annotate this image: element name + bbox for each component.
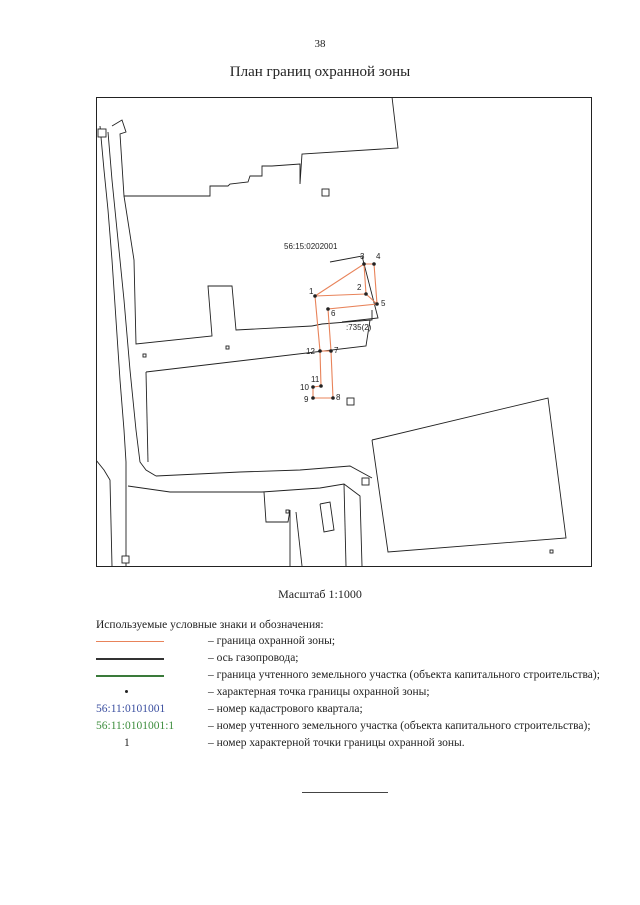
building-south-1: [263, 491, 291, 566]
legend-text: – граница охранной зоны;: [208, 635, 336, 647]
building-north: [111, 97, 399, 197]
characteristic-point-6: [326, 307, 330, 311]
marker-square: [361, 477, 370, 486]
legend-symbol: [96, 685, 208, 699]
point-number-sample: 1: [124, 737, 130, 749]
quarter-label: 56:15:0202001: [284, 242, 338, 251]
quarter-number-sample: 56:11:0101001: [96, 703, 166, 715]
characteristic-point-9: [311, 396, 315, 400]
parcel-number-sample: 56:11:0101001:1: [96, 720, 175, 732]
scale-label: Масштаб 1:1000: [278, 587, 362, 601]
point-number-3: 3: [360, 252, 365, 261]
map-linework: [96, 97, 567, 567]
marker-small: [285, 509, 290, 514]
building-south-2: [319, 501, 335, 533]
parcel-southeast: [371, 397, 567, 553]
legend-item-parcel-number: 56:11:0101001:1 – номер учтенного земель…: [96, 719, 616, 733]
line-south: [295, 511, 303, 567]
road-edge-east: [107, 131, 157, 477]
point-number-6: 6: [331, 309, 336, 318]
characteristic-point-7: [329, 349, 333, 353]
legend-item-quarter-number: 56:11:0101001 – номер кадастрового кварт…: [96, 702, 616, 716]
characteristic-point-3: [362, 262, 366, 266]
point-number-9: 9: [304, 395, 309, 404]
marker-small: [142, 353, 147, 358]
map-markers: [97, 128, 554, 564]
legend-symbol: [96, 634, 208, 648]
legend-symbol: 56:11:0101001: [96, 702, 208, 716]
parcel-boundary-line-icon: [96, 675, 164, 677]
legend-symbol: [96, 651, 208, 665]
road-edge-west-2: [96, 459, 113, 567]
legend-text: – номер кадастрового квартала;: [208, 703, 363, 715]
footer-rule: [302, 792, 388, 793]
legend-symbol: 1: [96, 736, 208, 750]
characteristic-point-8: [331, 396, 335, 400]
characteristic-point-4: [372, 262, 376, 266]
marker-small: [225, 345, 230, 350]
block-west-edge: [145, 371, 149, 463]
point-number-4: 4: [376, 252, 381, 261]
legend-heading: Используемые условные знаки и обозначени…: [96, 619, 324, 631]
road-horizontal-south: [127, 483, 363, 567]
line-south-2: [343, 483, 347, 567]
legend-text: – граница учтенного земельного участка (…: [208, 669, 600, 681]
legend-item-point-number: 1 – номер характерной точки границы охра…: [96, 736, 616, 750]
legend-item-zone-boundary: – граница охранной зоны;: [96, 634, 616, 648]
building-west: [123, 195, 313, 345]
marker-square: [97, 128, 107, 138]
characteristic-point-5: [375, 302, 379, 306]
legend-item-characteristic-point: – характерная точка границы охранной зон…: [96, 685, 616, 699]
legend-text: – номер характерной точки границы охранн…: [208, 737, 465, 749]
marker-small: [549, 549, 554, 554]
point-number-10: 10: [300, 383, 309, 392]
legend-item-gas-axis: – ось газопровода;: [96, 651, 616, 665]
point-number-7: 7: [334, 346, 339, 355]
legend-text: – характерная точка границы охранной зон…: [208, 686, 430, 698]
marker-square: [321, 188, 330, 197]
plan-title: План границ охранной зоны: [229, 64, 411, 80]
building-connector: [311, 310, 373, 327]
point-dot-icon: [125, 690, 128, 693]
characteristic-point-1: [313, 294, 317, 298]
legend-symbol: 56:11:0101001:1: [96, 719, 208, 733]
characteristic-point-11: [319, 384, 323, 388]
legend-text: – номер учтенного земельного участка (об…: [208, 720, 591, 732]
point-number-5: 5: [381, 299, 386, 308]
characteristic-point-2: [364, 292, 368, 296]
gas-axis-line-icon: [96, 658, 164, 660]
legend-text: – ось газопровода;: [208, 652, 299, 664]
characteristic-point-10: [311, 385, 315, 389]
point-number-2: 2: [357, 283, 362, 292]
page-number: 38: [314, 38, 326, 50]
block-north-edge: [145, 319, 371, 373]
parcel-label: :735(2): [346, 323, 372, 332]
zone-boundary-segment: [363, 263, 367, 295]
point-number-1: 1: [309, 287, 314, 296]
zone-boundary-segment: [314, 293, 367, 297]
legend-symbol: [96, 668, 208, 682]
characteristic-point-12: [318, 349, 322, 353]
road-horizontal-north: [155, 465, 373, 479]
point-number-12: 12: [306, 347, 315, 356]
road-edge-west: [99, 125, 127, 566]
point-number-11: 11: [311, 375, 320, 384]
zone-boundary-segment: [365, 293, 378, 305]
zone-boundary-line-icon: [96, 641, 164, 642]
legend: Используемые условные знаки и обозначени…: [96, 618, 616, 753]
marker-square: [346, 397, 355, 406]
point-number-8: 8: [336, 393, 341, 402]
parcel-central: [329, 255, 379, 323]
marker-square: [121, 555, 130, 564]
legend-item-parcel-boundary: – граница учтенного земельного участка (…: [96, 668, 616, 682]
